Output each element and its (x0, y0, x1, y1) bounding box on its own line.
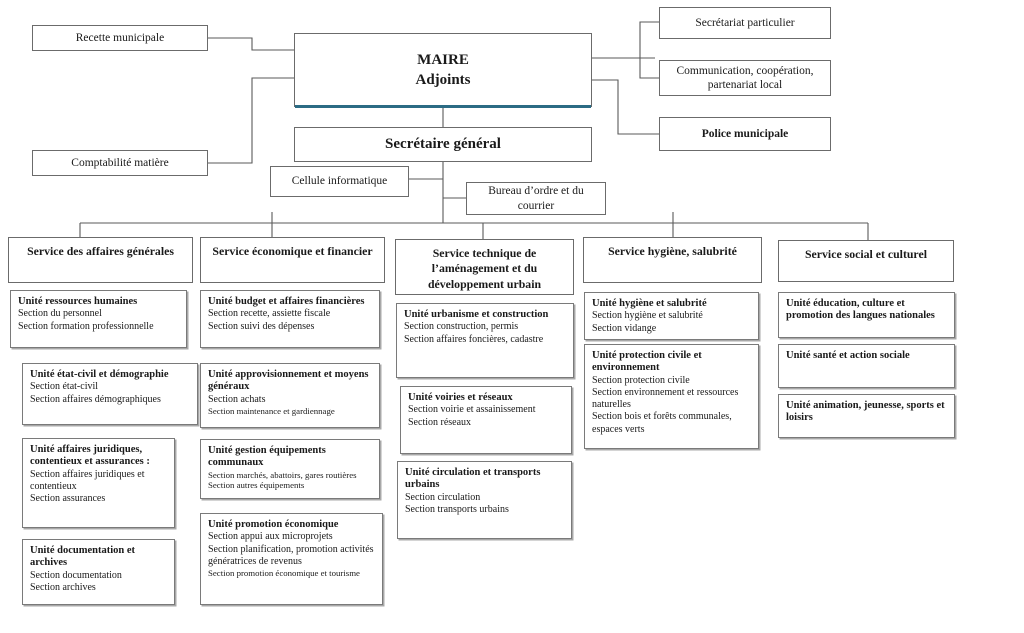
unit-section: Section transports urbains (405, 503, 509, 515)
unit-title: Unité urbanisme et construction (404, 309, 549, 320)
unit-section: Section affaires foncières, cadastre (404, 333, 544, 345)
unit-section: Section achats (208, 393, 266, 405)
box-police-municipale-label: Police municipale (701, 127, 789, 140)
unit-section: Section environnement et ressources natu… (592, 386, 739, 411)
service-header-hygiene-salubrite[interactable]: Service hygiène, salubrité (583, 237, 762, 283)
unit-section: Section protection civile (592, 374, 690, 386)
box-communication-cooperation[interactable]: Communication, coopération, partenariat … (659, 60, 831, 96)
box-recette-municipale-label: Recette municipale (75, 31, 165, 44)
unit-box[interactable]: Unité gestion équipements communaux Sect… (200, 439, 380, 499)
connector-recette (208, 37, 294, 51)
unit-section: Section réseaux (408, 416, 472, 428)
unit-title: Unité gestion équipements communaux (208, 445, 326, 469)
unit-box[interactable]: Unité urbanisme et construction Section … (396, 303, 574, 378)
box-maire-adjoints[interactable]: MAIRE Adjoints (294, 33, 592, 107)
box-secretaire-general-label: Secrétaire général (385, 136, 501, 152)
unit-title: Unité éducation, culture et promotion de… (786, 298, 935, 322)
unit-box[interactable]: Unité approvisionnement et moyens généra… (200, 363, 380, 428)
unit-section: Section voirie et assainissement (408, 404, 536, 416)
unit-section: Section circulation (405, 491, 481, 503)
unit-box[interactable]: Unité voiries et réseaux Section voirie … (400, 386, 572, 454)
unit-section: Section maintenance et gardiennage (208, 405, 335, 416)
box-cellule-informatique-label: Cellule informatique (291, 175, 388, 188)
unit-section: Section hygiène et salubrité (592, 310, 703, 322)
unit-title: Unité hygiène et salubrité (592, 298, 707, 309)
unit-title: Unité documentation et archives (30, 545, 135, 569)
connector-secretariat (639, 21, 659, 58)
service-header-label: Service social et culturel (805, 247, 927, 261)
box-secretariat-particulier-label: Secrétariat particulier (695, 16, 795, 29)
unit-section: Section assurances (30, 493, 106, 505)
service-header-label: Service économique et financier (212, 244, 373, 258)
box-bureau-ordre-courrier[interactable]: Bureau d’ordre et du courrier (466, 182, 606, 215)
connector-police (592, 79, 659, 135)
unit-section: Section autres équipements (208, 480, 305, 491)
unit-section: Section planification, promotion activit… (208, 543, 374, 567)
unit-section: Section du personnel (18, 308, 102, 320)
unit-section: Section promotion économique et tourisme (208, 567, 360, 578)
unit-title: Unité santé et action sociale (786, 350, 910, 361)
unit-box[interactable]: Unité hygiène et salubrité Section hygiè… (584, 292, 759, 340)
connector-comptabilite (208, 77, 294, 164)
unit-title: Unité budget et affaires financières (208, 296, 365, 307)
unit-title: Unité ressources humaines (18, 296, 138, 307)
unit-box[interactable]: Unité protection civile et environnement… (584, 344, 759, 449)
box-communication-cooperation-label: Communication, coopération, partenariat … (676, 64, 814, 91)
unit-title: Unité état-civil et démographie (30, 369, 169, 380)
connector-communication (639, 58, 659, 79)
service-header-technique-amenagement[interactable]: Service technique de l’aménagement et du… (395, 239, 574, 295)
unit-title: Unité animation, jeunesse, sports et loi… (786, 400, 945, 424)
maire-accent-bar (295, 105, 591, 108)
unit-section: Section affaires démographiques (30, 393, 161, 405)
unit-box[interactable]: Unité santé et action sociale (778, 344, 955, 388)
unit-box[interactable]: Unité budget et affaires financières Sec… (200, 290, 380, 348)
box-cellule-informatique[interactable]: Cellule informatique (270, 166, 409, 197)
unit-title: Unité affaires juridiques, contentieux e… (30, 444, 150, 468)
unit-section: Section bois et forêts communales, espac… (592, 411, 732, 435)
box-police-municipale[interactable]: Police municipale (659, 117, 831, 151)
unit-box[interactable]: Unité affaires juridiques, contentieux e… (22, 438, 175, 528)
service-header-label: Service hygiène, salubrité (608, 244, 737, 258)
service-header-label: Service technique de l’aménagement et du… (427, 246, 542, 291)
unit-box[interactable]: Unité ressources humaines Section du per… (10, 290, 187, 348)
unit-section: Section affaires juridiques et contentie… (30, 468, 145, 492)
unit-box[interactable]: Unité éducation, culture et promotion de… (778, 292, 955, 338)
service-header-affaires-generales[interactable]: Service des affaires générales (8, 237, 193, 283)
unit-title: Unité protection civile et environnement (592, 350, 702, 374)
unit-section: Section appui aux microprojets (208, 531, 333, 543)
unit-box[interactable]: Unité promotion économique Section appui… (200, 513, 383, 605)
maire-label: MAIRE (417, 51, 469, 68)
unit-box[interactable]: Unité documentation et archives Section … (22, 539, 175, 605)
unit-section: Section vidange (592, 322, 657, 334)
unit-section: Section formation professionnelle (18, 320, 154, 332)
unit-section: Section recette, assiette fiscale (208, 308, 331, 320)
service-header-label: Service des affaires générales (27, 244, 174, 258)
unit-section: Section documentation (30, 569, 122, 581)
unit-title: Unité circulation et transports urbains (405, 467, 541, 491)
unit-section: Section état-civil (30, 381, 99, 393)
service-header-economique-financier[interactable]: Service économique et financier (200, 237, 385, 283)
unit-box[interactable]: Unité état-civil et démographie Section … (22, 363, 198, 425)
unit-section: Section suivi des dépenses (208, 320, 315, 332)
unit-title: Unité promotion économique (208, 519, 339, 530)
unit-box[interactable]: Unité animation, jeunesse, sports et loi… (778, 394, 955, 438)
maire-adjoints-labels: MAIRE Adjoints (415, 50, 470, 91)
box-comptabilite-matiere-label: Comptabilité matière (71, 156, 169, 169)
box-recette-municipale[interactable]: Recette municipale (32, 25, 208, 51)
unit-section: Section archives (30, 581, 96, 593)
unit-title: Unité approvisionnement et moyens généra… (208, 369, 369, 393)
adjoints-label: Adjoints (415, 72, 471, 88)
unit-title: Unité voiries et réseaux (408, 392, 513, 403)
box-bureau-ordre-courrier-label: Bureau d’ordre et du courrier (488, 185, 584, 212)
box-secretariat-particulier[interactable]: Secrétariat particulier (659, 7, 831, 39)
box-secretaire-general[interactable]: Secrétaire général (294, 127, 592, 162)
unit-section: Section construction, permis (404, 321, 519, 333)
service-header-social-culturel[interactable]: Service social et culturel (778, 240, 954, 282)
box-comptabilite-matiere[interactable]: Comptabilité matière (32, 150, 208, 176)
unit-box[interactable]: Unité circulation et transports urbains … (397, 461, 572, 539)
unit-section: Section marchés, abattoirs, gares routiè… (208, 469, 357, 480)
